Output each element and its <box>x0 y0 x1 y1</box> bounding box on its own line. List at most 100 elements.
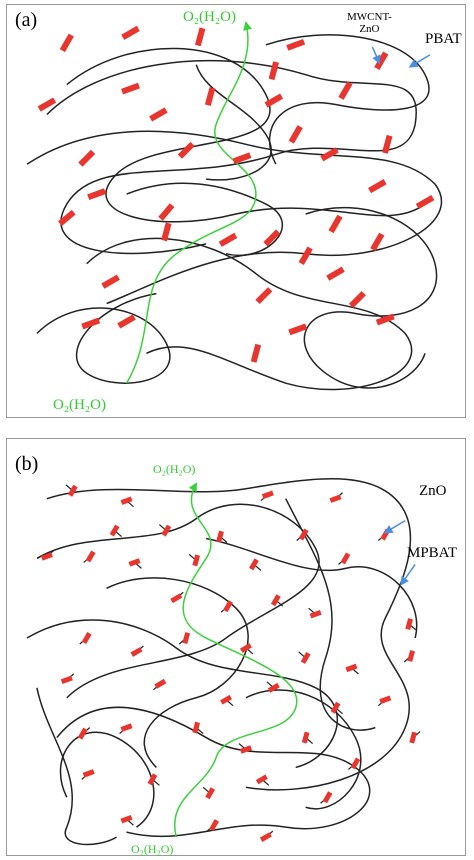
filler-particle <box>59 33 74 53</box>
filler-particle <box>301 731 310 744</box>
particles-a <box>37 25 435 363</box>
polymer-chain <box>56 706 371 838</box>
panel-b-diagram <box>26 478 421 846</box>
panel-b: (b) O₂(H₂O) O₂(H₂O) ZnO MPBAT <box>6 438 466 856</box>
filler-particle <box>161 524 172 537</box>
filler-particle <box>87 188 107 200</box>
filler-particle <box>267 682 280 693</box>
polymer-chain <box>205 537 418 639</box>
filler-label: ZnO <box>419 483 447 499</box>
filler-particle <box>109 524 120 537</box>
filler-particle <box>350 757 361 770</box>
polymer-chain <box>36 687 117 846</box>
filler-particle <box>286 38 306 51</box>
filler-particle <box>223 600 233 613</box>
gas-diffusion-path <box>174 482 298 838</box>
gas-label-top: O₂(H₂O) <box>153 462 196 476</box>
filler-arrow <box>383 519 406 534</box>
polymer-chain <box>59 731 155 828</box>
filler-particle <box>309 609 322 619</box>
filler-particle <box>81 317 101 330</box>
polymer-chain <box>245 689 362 810</box>
filler-particle <box>67 484 78 497</box>
filler-particle <box>348 291 366 309</box>
filler-particle <box>409 731 417 744</box>
filler-particle <box>326 266 345 281</box>
filler-particle <box>177 141 195 159</box>
filler-label: MWCNT- ZnO <box>347 11 392 35</box>
polymer-arrow <box>408 54 431 68</box>
filler-particle <box>320 147 339 162</box>
polymer-chain <box>36 503 320 699</box>
filler-particle <box>117 314 136 329</box>
panel-b-label: (b) <box>15 453 39 475</box>
filler-particle <box>345 663 358 673</box>
polymer-chain <box>285 498 376 731</box>
panel-a-diagram <box>26 21 443 391</box>
filler-particle <box>205 787 216 800</box>
filler-particle <box>239 643 252 653</box>
polymer-arrow <box>400 563 416 586</box>
polymer-chain <box>36 292 171 384</box>
filler-particle <box>154 678 167 689</box>
filler-particle <box>170 593 183 604</box>
polymer-chain <box>86 237 413 391</box>
filler-particle <box>147 773 158 786</box>
filler-particle <box>300 651 311 664</box>
filler-particle <box>120 723 133 732</box>
gas-diffusion-path <box>125 21 257 384</box>
filler-particle <box>40 552 53 561</box>
filler-particle <box>121 25 140 40</box>
polymer-chain <box>126 182 283 257</box>
gas-label-bottom: O₂(H₂O) <box>131 842 174 856</box>
filler-particle <box>259 832 272 842</box>
polymer-label: PBAT <box>425 31 462 47</box>
filler-particle <box>288 323 308 336</box>
polymer-chain <box>46 478 412 791</box>
filler-particle <box>218 232 238 247</box>
filler-particle <box>120 814 133 824</box>
filler-particle <box>379 695 392 704</box>
polymer-chain <box>66 47 426 223</box>
polymer-chain <box>195 64 272 181</box>
filler-particle <box>261 490 274 499</box>
filler-particle <box>37 97 57 112</box>
filler-particle <box>120 496 133 505</box>
polymer-label: MPBAT <box>407 545 458 561</box>
filler-particle <box>81 632 92 645</box>
filler-particle <box>78 149 96 167</box>
filler-particle <box>250 343 262 363</box>
filler-particle <box>263 229 281 247</box>
filler-particle <box>329 494 342 503</box>
filler-particle <box>85 550 96 563</box>
filler-particle <box>77 727 88 740</box>
filler-particle <box>264 93 284 108</box>
filler-particle <box>239 745 252 754</box>
filler-particle <box>370 232 385 252</box>
filler-particle <box>158 203 175 221</box>
filler-particle <box>338 81 353 100</box>
filler-arrow <box>371 46 381 65</box>
filler-particle <box>204 87 216 106</box>
gas-label-bottom: O₂(H₂O) <box>53 397 106 413</box>
polymer-chain <box>265 34 430 165</box>
filler-particle <box>268 61 280 81</box>
filler-particle <box>298 246 313 266</box>
filler-particle <box>374 51 389 70</box>
filler-particle <box>82 769 95 778</box>
polymer-chain <box>303 206 438 389</box>
filler-particle <box>182 632 191 644</box>
filler-particle <box>209 819 219 832</box>
filler-particle <box>149 107 168 122</box>
filler-particle <box>375 313 395 326</box>
filler-particle <box>128 558 141 567</box>
filler-particle <box>340 552 351 565</box>
filler-particle <box>288 125 303 144</box>
filler-particle <box>192 721 201 734</box>
filler-particle <box>328 214 343 234</box>
filler-particle <box>249 558 259 571</box>
filler-particle <box>121 82 140 95</box>
filler-particle <box>322 791 333 804</box>
filler-particle <box>194 27 206 47</box>
filler-particle <box>382 134 393 154</box>
